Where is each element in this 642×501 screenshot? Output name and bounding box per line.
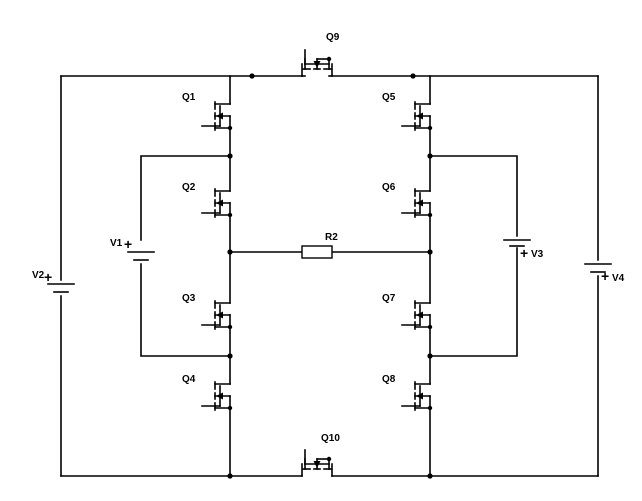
transistor-q7: Q7 bbox=[382, 293, 434, 331]
source-label: V3 bbox=[531, 249, 544, 260]
transistor-label: Q4 bbox=[182, 374, 196, 385]
transistor-q2: Q2 bbox=[182, 182, 233, 218]
polarity-sign: + bbox=[44, 269, 52, 285]
transistor-label: Q10 bbox=[321, 433, 340, 444]
polarity-sign: + bbox=[124, 236, 132, 252]
transistor-q6: Q6 bbox=[382, 182, 434, 218]
junction-dot bbox=[249, 73, 255, 79]
voltage-source-v4: + V4 bbox=[584, 263, 625, 284]
polarity-sign: + bbox=[601, 268, 609, 284]
transistor-q10: Q10 bbox=[301, 433, 340, 477]
junction-dot bbox=[427, 153, 433, 159]
resistor-label: R2 bbox=[325, 232, 338, 243]
transistor-q8: Q8 bbox=[382, 374, 434, 412]
source-label: V1 bbox=[110, 238, 123, 249]
wires bbox=[60, 75, 599, 477]
junction-dot bbox=[227, 353, 233, 359]
junction-dot bbox=[227, 473, 233, 479]
transistor-label: Q3 bbox=[182, 293, 196, 304]
transistor-label: Q6 bbox=[382, 182, 396, 193]
junction-dot bbox=[227, 249, 233, 255]
transistor-label: Q8 bbox=[382, 374, 396, 385]
junction-dot bbox=[227, 153, 233, 159]
transistor-label: Q1 bbox=[182, 92, 196, 103]
junction-dot bbox=[410, 73, 416, 79]
transistor-q1: Q1 bbox=[182, 92, 233, 131]
transistor-q3: Q3 bbox=[182, 293, 233, 331]
voltage-source-v3: + V3 bbox=[503, 239, 544, 261]
transistor-q4: Q4 bbox=[182, 374, 233, 412]
transistor-q9: Q9 bbox=[301, 32, 340, 77]
junction-dot bbox=[427, 353, 433, 359]
junction-dots bbox=[227, 73, 433, 479]
junction-dot bbox=[427, 249, 433, 255]
junction-dot bbox=[427, 473, 433, 479]
resistor-r2: R2 bbox=[301, 232, 338, 259]
voltage-source-v2: V2 + bbox=[32, 269, 75, 293]
source-label: V4 bbox=[612, 273, 625, 284]
transistor-label: Q5 bbox=[382, 92, 396, 103]
source-label: V2 bbox=[32, 270, 45, 281]
voltage-source-v1: V1 + bbox=[110, 236, 155, 261]
polarity-sign: + bbox=[520, 245, 528, 261]
transistor-label: Q2 bbox=[182, 182, 196, 193]
transistor-q5: Q5 bbox=[382, 92, 434, 131]
transistor-label: Q9 bbox=[326, 32, 340, 43]
transistor-label: Q7 bbox=[382, 293, 396, 304]
